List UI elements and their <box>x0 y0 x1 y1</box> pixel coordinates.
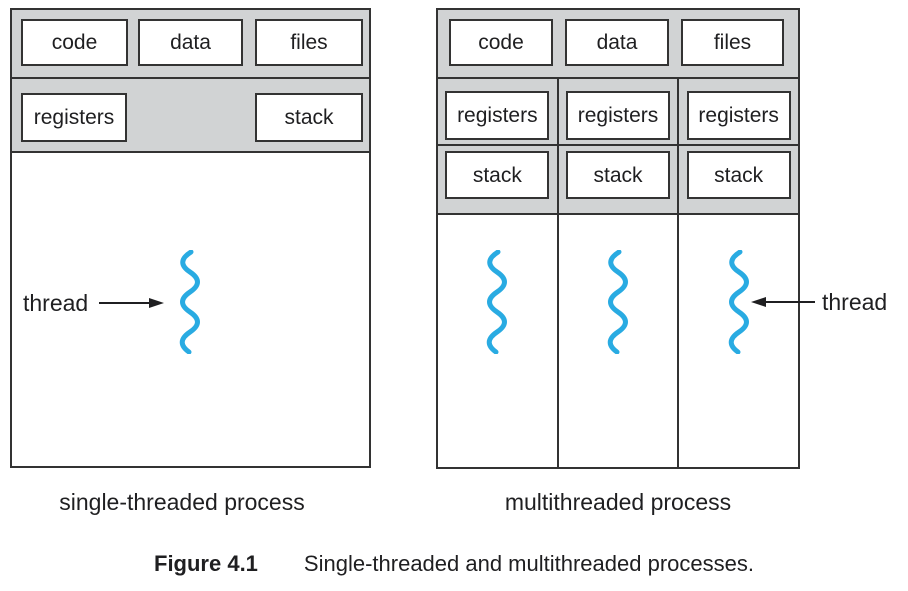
stack-box-label: stack <box>714 163 764 187</box>
registers-box-label: registers <box>577 104 659 127</box>
stack-box: stack <box>566 151 670 199</box>
figure-caption-text: Single-threaded and multithreaded proces… <box>303 551 754 576</box>
multithreaded-process-label: multithreaded process <box>504 489 732 515</box>
thread-squiggle-icon <box>607 250 628 354</box>
files-box: files <box>255 19 363 66</box>
data-box-label: data <box>596 31 638 54</box>
multithreaded-process-diagram: code data files registers stack <box>436 8 800 469</box>
thread-column-3: registers stack <box>677 79 799 467</box>
files-box-label: files <box>290 31 328 54</box>
code-box: code <box>449 19 553 66</box>
code-box: code <box>21 19 128 66</box>
thread-column-2: registers stack <box>556 79 678 467</box>
column-1-thread-area <box>438 215 557 467</box>
registers-box-label: registers <box>457 104 538 127</box>
data-box: data <box>565 19 669 66</box>
thread-arrow-icon <box>99 298 164 308</box>
single-threaded-process-diagram: code data files registers stack <box>10 8 371 468</box>
thread-squiggle-icon <box>179 250 200 354</box>
thread-columns: registers stack registers <box>438 79 799 467</box>
code-box-label: code <box>478 31 524 54</box>
registers-box: registers <box>686 91 791 140</box>
column-3-thread-area <box>679 215 798 467</box>
thread-column-1: registers stack <box>438 79 557 467</box>
figure-caption: Figure 4.1 Single-threaded and multithrea… <box>0 549 908 579</box>
stack-box: stack <box>445 151 550 199</box>
stack-box: stack <box>686 151 791 199</box>
column-2-stack-row: stack <box>558 146 678 215</box>
stack-box: stack <box>255 93 363 142</box>
thread-label: thread <box>822 289 888 315</box>
column-2-registers-row: registers <box>558 79 678 146</box>
registers-box-label: registers <box>33 106 115 129</box>
column-2-thread-area <box>559 215 678 467</box>
column-1-stack-row: stack <box>438 146 557 215</box>
thread-arrow-icon <box>751 297 815 307</box>
column-3-stack-row: stack <box>679 146 799 215</box>
stack-box-label: stack <box>472 163 522 187</box>
column-1-registers-row: registers <box>438 79 557 146</box>
thread-squiggle-icon <box>487 250 508 354</box>
registers-box-label: registers <box>698 104 779 127</box>
figure-caption-number: Figure 4.1 <box>154 551 258 576</box>
column-3-registers-row: registers <box>679 79 799 146</box>
registers-box: registers <box>21 93 127 142</box>
registers-box: registers <box>566 91 670 140</box>
files-box: files <box>681 19 784 66</box>
code-box-label: code <box>51 31 98 54</box>
stack-box-label: stack <box>593 163 643 187</box>
thread-label: thread <box>23 290 89 316</box>
registers-box: registers <box>445 91 550 140</box>
stack-box-label: stack <box>284 106 334 129</box>
single-threaded-process-label: single-threaded process <box>59 489 305 515</box>
data-box-label: data <box>170 31 211 54</box>
files-box-label: files <box>713 31 752 54</box>
data-box: data <box>138 19 243 66</box>
thread-squiggle-icon <box>728 250 749 354</box>
